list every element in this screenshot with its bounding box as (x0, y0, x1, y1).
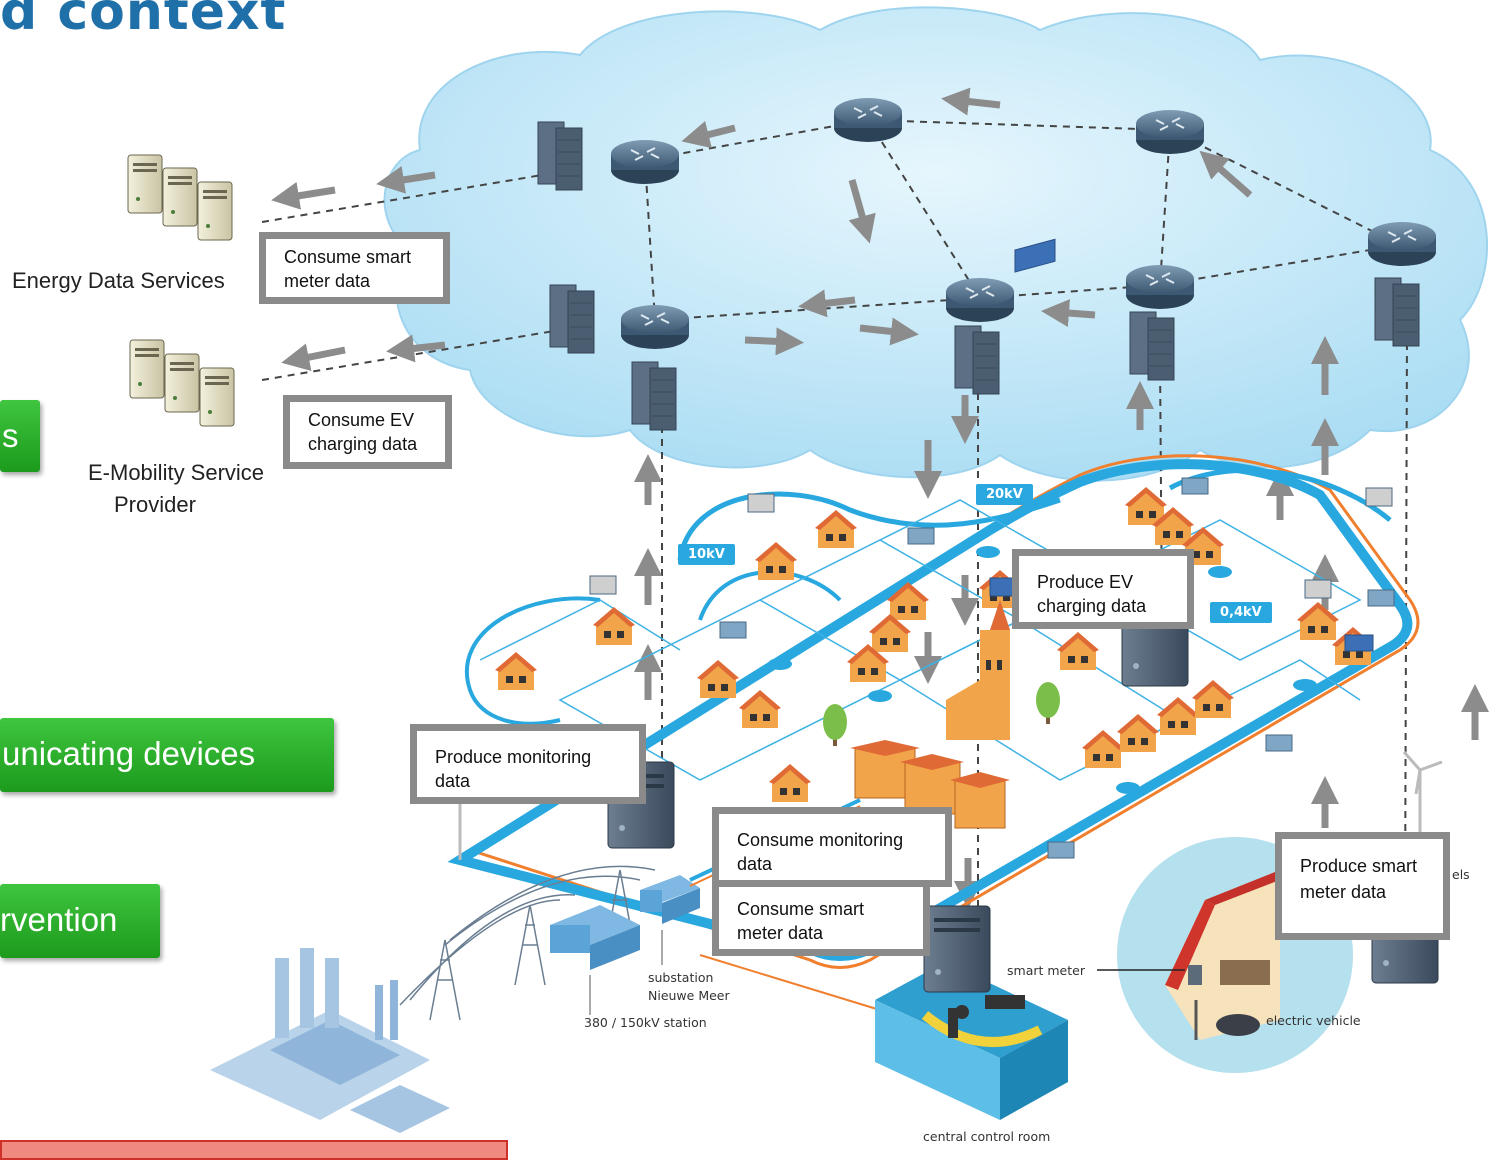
router-icon (945, 277, 1015, 323)
city-grid (447, 238, 1443, 969)
router-icon (1125, 264, 1195, 310)
callout-produce-monitoring: Produce monitoring data (410, 724, 646, 804)
electric-vehicle-label: electric vehicle (1266, 1013, 1361, 1028)
emobility-provider-label-line2: Provider (114, 492, 196, 517)
voltage-04kv-badge: 0,4kV (1210, 602, 1272, 623)
callout-consume-smart-meter: Consume smart meter data (259, 232, 450, 304)
firewall-icon (537, 121, 583, 191)
power-station (210, 948, 450, 1133)
substation-label-line1: substation (648, 970, 714, 985)
voltage-10kv-badge: 10kV (678, 544, 735, 565)
router-icon (833, 97, 903, 143)
router-icon (1135, 109, 1205, 155)
energy-data-services-label: Energy Data Services (12, 268, 225, 293)
solar-panels-label-fragment: els (1452, 867, 1470, 882)
flow-arrows (271, 87, 1489, 909)
callout-produce-smart-meter: Produce smart meter data (1275, 832, 1450, 940)
router-icon (1367, 221, 1437, 267)
central-control-room-icon (875, 962, 1068, 1120)
callout-produce-ev-charging: Produce EV charging data (1012, 549, 1194, 629)
router-icon (620, 304, 690, 350)
firewall-icon (631, 361, 677, 431)
substation-buildings (550, 875, 700, 1015)
emobility-provider-label-line1: E-Mobility Service (88, 460, 265, 485)
slide-title: d context (0, 0, 287, 42)
green-box-1-text: s (2, 417, 19, 454)
callout-consume-ev-charging: Consume EV charging data (283, 395, 452, 469)
station-label: 380 / 150kV station (584, 1015, 707, 1030)
green-box-3: rvention (0, 884, 160, 958)
firewall-icon (954, 325, 1000, 395)
green-box-2-text: unicating devices (2, 735, 256, 772)
router-icon (610, 139, 680, 185)
callout-consume-smart-meter-2: Consume smart meter data (712, 880, 930, 956)
smart-meter-label: smart meter (1007, 963, 1085, 978)
network-cloud (383, 6, 1489, 482)
central-control-room-label: central control room (923, 1129, 1051, 1144)
callout-consume-monitoring: Consume monitoring data (712, 807, 952, 887)
firewall-icon (1129, 311, 1175, 381)
server-tower-control-icon (923, 905, 991, 993)
energy-data-server-icon (127, 154, 233, 241)
voltage-20kv-badge: 20kV (976, 484, 1033, 505)
substation-label-line2: Nieuwe Meer (648, 988, 730, 1003)
network-links (261, 119, 1408, 921)
red-highlight-bar (0, 1140, 508, 1160)
emobility-server-icon (129, 339, 235, 427)
green-box-1: s (0, 400, 40, 472)
firewall-icon (549, 284, 595, 354)
firewall-icon (1374, 277, 1420, 347)
green-box-3-text: rvention (0, 901, 118, 938)
church-icon (946, 600, 1010, 740)
green-box-2: unicating devices (0, 718, 334, 792)
